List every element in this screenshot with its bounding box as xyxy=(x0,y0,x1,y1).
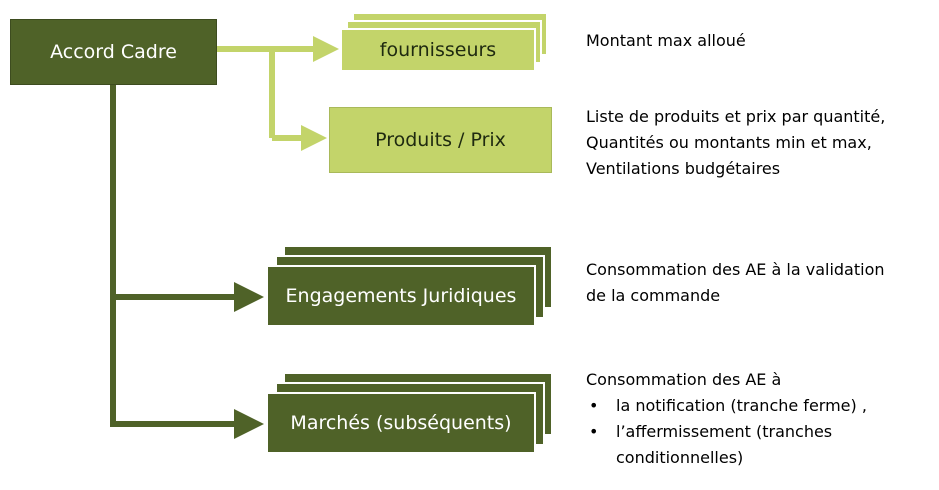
note-engagements: Consommation des AE à la validation de l… xyxy=(586,257,885,309)
node-accord-cadre: Accord Cadre xyxy=(10,19,217,85)
arrow-to-produits xyxy=(301,125,327,151)
note-engagements-line-2: de la commande xyxy=(586,286,721,305)
node-engagements-label: Engagements Juridiques xyxy=(285,285,517,307)
node-fournisseurs-label: fournisseurs xyxy=(379,39,497,61)
note-marches-bullet-2-text: l’affermissement (tranches conditionnell… xyxy=(616,422,833,467)
arrow-to-fournisseurs xyxy=(313,36,339,62)
node-produits-prix: Produits / Prix xyxy=(329,107,552,173)
note-engagements-line-1: Consommation des AE à la validation xyxy=(586,260,885,279)
bullet-icon: • xyxy=(589,396,599,415)
light-connector-lines xyxy=(216,46,318,141)
arrow-to-engagements xyxy=(234,282,264,312)
note-produits-line-2: Quantités ou montants min et max, xyxy=(586,133,872,152)
note-produits: Liste de produits et prix par quantité, … xyxy=(586,104,885,182)
node-fournisseurs: fournisseurs xyxy=(340,28,536,72)
dark-connector-lines xyxy=(110,84,240,427)
arrow-to-marches xyxy=(234,409,264,439)
node-marches-subsequents: Marchés (subséquents) xyxy=(266,392,536,454)
note-fournisseurs-text: Montant max alloué xyxy=(586,31,746,50)
note-marches-bullet-1-text: la notification (tranche ferme) , xyxy=(616,396,867,415)
node-marches-label: Marchés (subséquents) xyxy=(290,412,512,434)
node-engagements-juridiques: Engagements Juridiques xyxy=(266,265,536,327)
note-marches-bullet-2: • l’affermissement (tranches conditionne… xyxy=(586,419,876,471)
bullet-icon: • xyxy=(589,422,599,441)
note-marches-bullet-1: • la notification (tranche ferme) , xyxy=(586,393,886,419)
note-produits-line-3: Ventilations budgétaires xyxy=(586,159,781,178)
note-marches-intro: Consommation des AE à xyxy=(586,370,782,389)
node-produits-prix-label: Produits / Prix xyxy=(375,129,506,151)
note-produits-line-1: Liste de produits et prix par quantité, xyxy=(586,107,886,126)
note-marches: Consommation des AE à • la notification … xyxy=(586,367,886,471)
note-fournisseurs: Montant max alloué xyxy=(586,28,746,54)
node-accord-cadre-label: Accord Cadre xyxy=(50,41,177,63)
